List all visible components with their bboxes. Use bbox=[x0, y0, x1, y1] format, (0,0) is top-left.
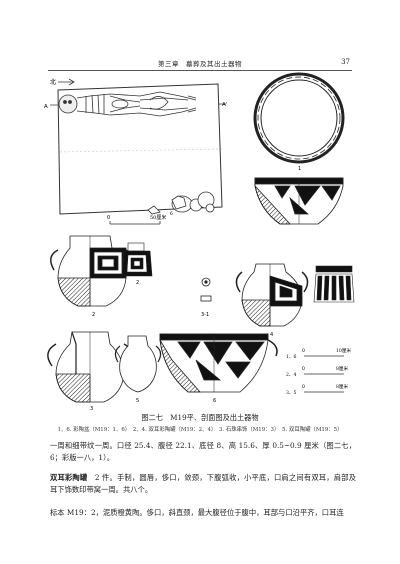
running-header: 第三章 墓葬及其出土器物 bbox=[158, 60, 242, 68]
jar-4-pattern bbox=[313, 265, 355, 303]
label-2b: 2 bbox=[136, 280, 139, 286]
paragraph-heading: 双耳彩陶罐 bbox=[50, 473, 88, 482]
tomb-plan: 北 A A' 6 bbox=[44, 78, 227, 225]
jar-5-profile bbox=[47, 331, 133, 403]
plan-scale-zero: 0 bbox=[107, 215, 110, 221]
label-1: 1 bbox=[298, 166, 301, 172]
paragraph-2-text: 2 件。手制，圆唇，侈口，敛颈，下腹弧收，小平底，口肩之间有双耳，肩部及耳下饰数… bbox=[50, 473, 357, 494]
header-rule bbox=[48, 70, 352, 71]
label-6: 6 bbox=[213, 398, 216, 404]
skeleton-drawing bbox=[58, 91, 197, 117]
body-paragraph-1: 一周和细带纹一周。口径 25.4、腹径 22.1、底径 8、高 15.6、厚 0… bbox=[50, 441, 356, 462]
label-3: 3 bbox=[90, 406, 93, 412]
bowl-1-profile bbox=[254, 177, 344, 225]
plan-label-6: 6 bbox=[170, 211, 173, 217]
bowl-1-top-view bbox=[253, 72, 345, 164]
scale-2-prefix: 2、4 bbox=[286, 372, 297, 378]
scale-3-zero: 0 bbox=[302, 384, 305, 390]
section-a-label: A bbox=[44, 104, 48, 110]
scale-1-zero: 0 bbox=[302, 348, 305, 354]
scale-3-prefix: 3、5 bbox=[286, 390, 297, 396]
jar-2-pattern bbox=[121, 242, 153, 277]
jar-5b-profile bbox=[114, 335, 162, 393]
scale-3: 3、5 0 8厘米 bbox=[286, 383, 349, 396]
figure-caption: 图二七 M19平、剖面图及出土器物 bbox=[141, 413, 259, 422]
label-3-1: 3-1 bbox=[201, 312, 209, 318]
tomb-inner-line bbox=[59, 148, 223, 153]
label-2: 2 bbox=[92, 312, 95, 318]
label-5: 5 bbox=[136, 398, 139, 404]
scale-2-zero: 0 bbox=[302, 366, 305, 372]
scale-1: 1、6 0 10厘米 bbox=[286, 347, 351, 360]
body-paragraph-3: 标本 M19：2，泥质橙黄陶。侈口，斜直颈，最大腹径位于腹中，耳部与口沿平齐，口… bbox=[50, 508, 344, 517]
scale-3-end: 8厘米 bbox=[336, 383, 349, 390]
body-paragraph-2: 双耳彩陶罐 2 件。手制，圆唇，侈口，敛颈，下腹弧收，小平底，口肩之间有双耳，肩… bbox=[50, 472, 356, 495]
jar-2-profile bbox=[50, 235, 134, 307]
bowl-6-profile bbox=[159, 333, 278, 393]
jar-4-profile bbox=[235, 263, 309, 327]
grave-goods bbox=[147, 191, 215, 215]
north-arrow-icon bbox=[58, 78, 75, 86]
scale-2-end: 8厘米 bbox=[336, 365, 349, 372]
label-4: 4 bbox=[270, 332, 273, 338]
scale-1-prefix: 1、6 bbox=[286, 354, 297, 360]
scale-2: 2、4 0 8厘米 bbox=[286, 365, 349, 378]
page-number: 37 bbox=[341, 58, 350, 66]
figure-legend: 1、6. 彩陶盆（M19：1、6） 2、4. 双耳彩陶罐（M19：2、4） 3.… bbox=[57, 427, 343, 433]
section-a-prime-label: A' bbox=[222, 102, 227, 108]
tomb-outline bbox=[57, 83, 223, 215]
bead-3-1 bbox=[200, 277, 212, 302]
north-label: 北 bbox=[50, 78, 56, 86]
scale-1-end: 10厘米 bbox=[336, 347, 351, 354]
plan-scale-end: 50厘米 bbox=[150, 214, 166, 221]
scale-bars: 1、6 0 10厘米 2、4 0 8厘米 3、5 0 8厘米 bbox=[286, 347, 351, 396]
